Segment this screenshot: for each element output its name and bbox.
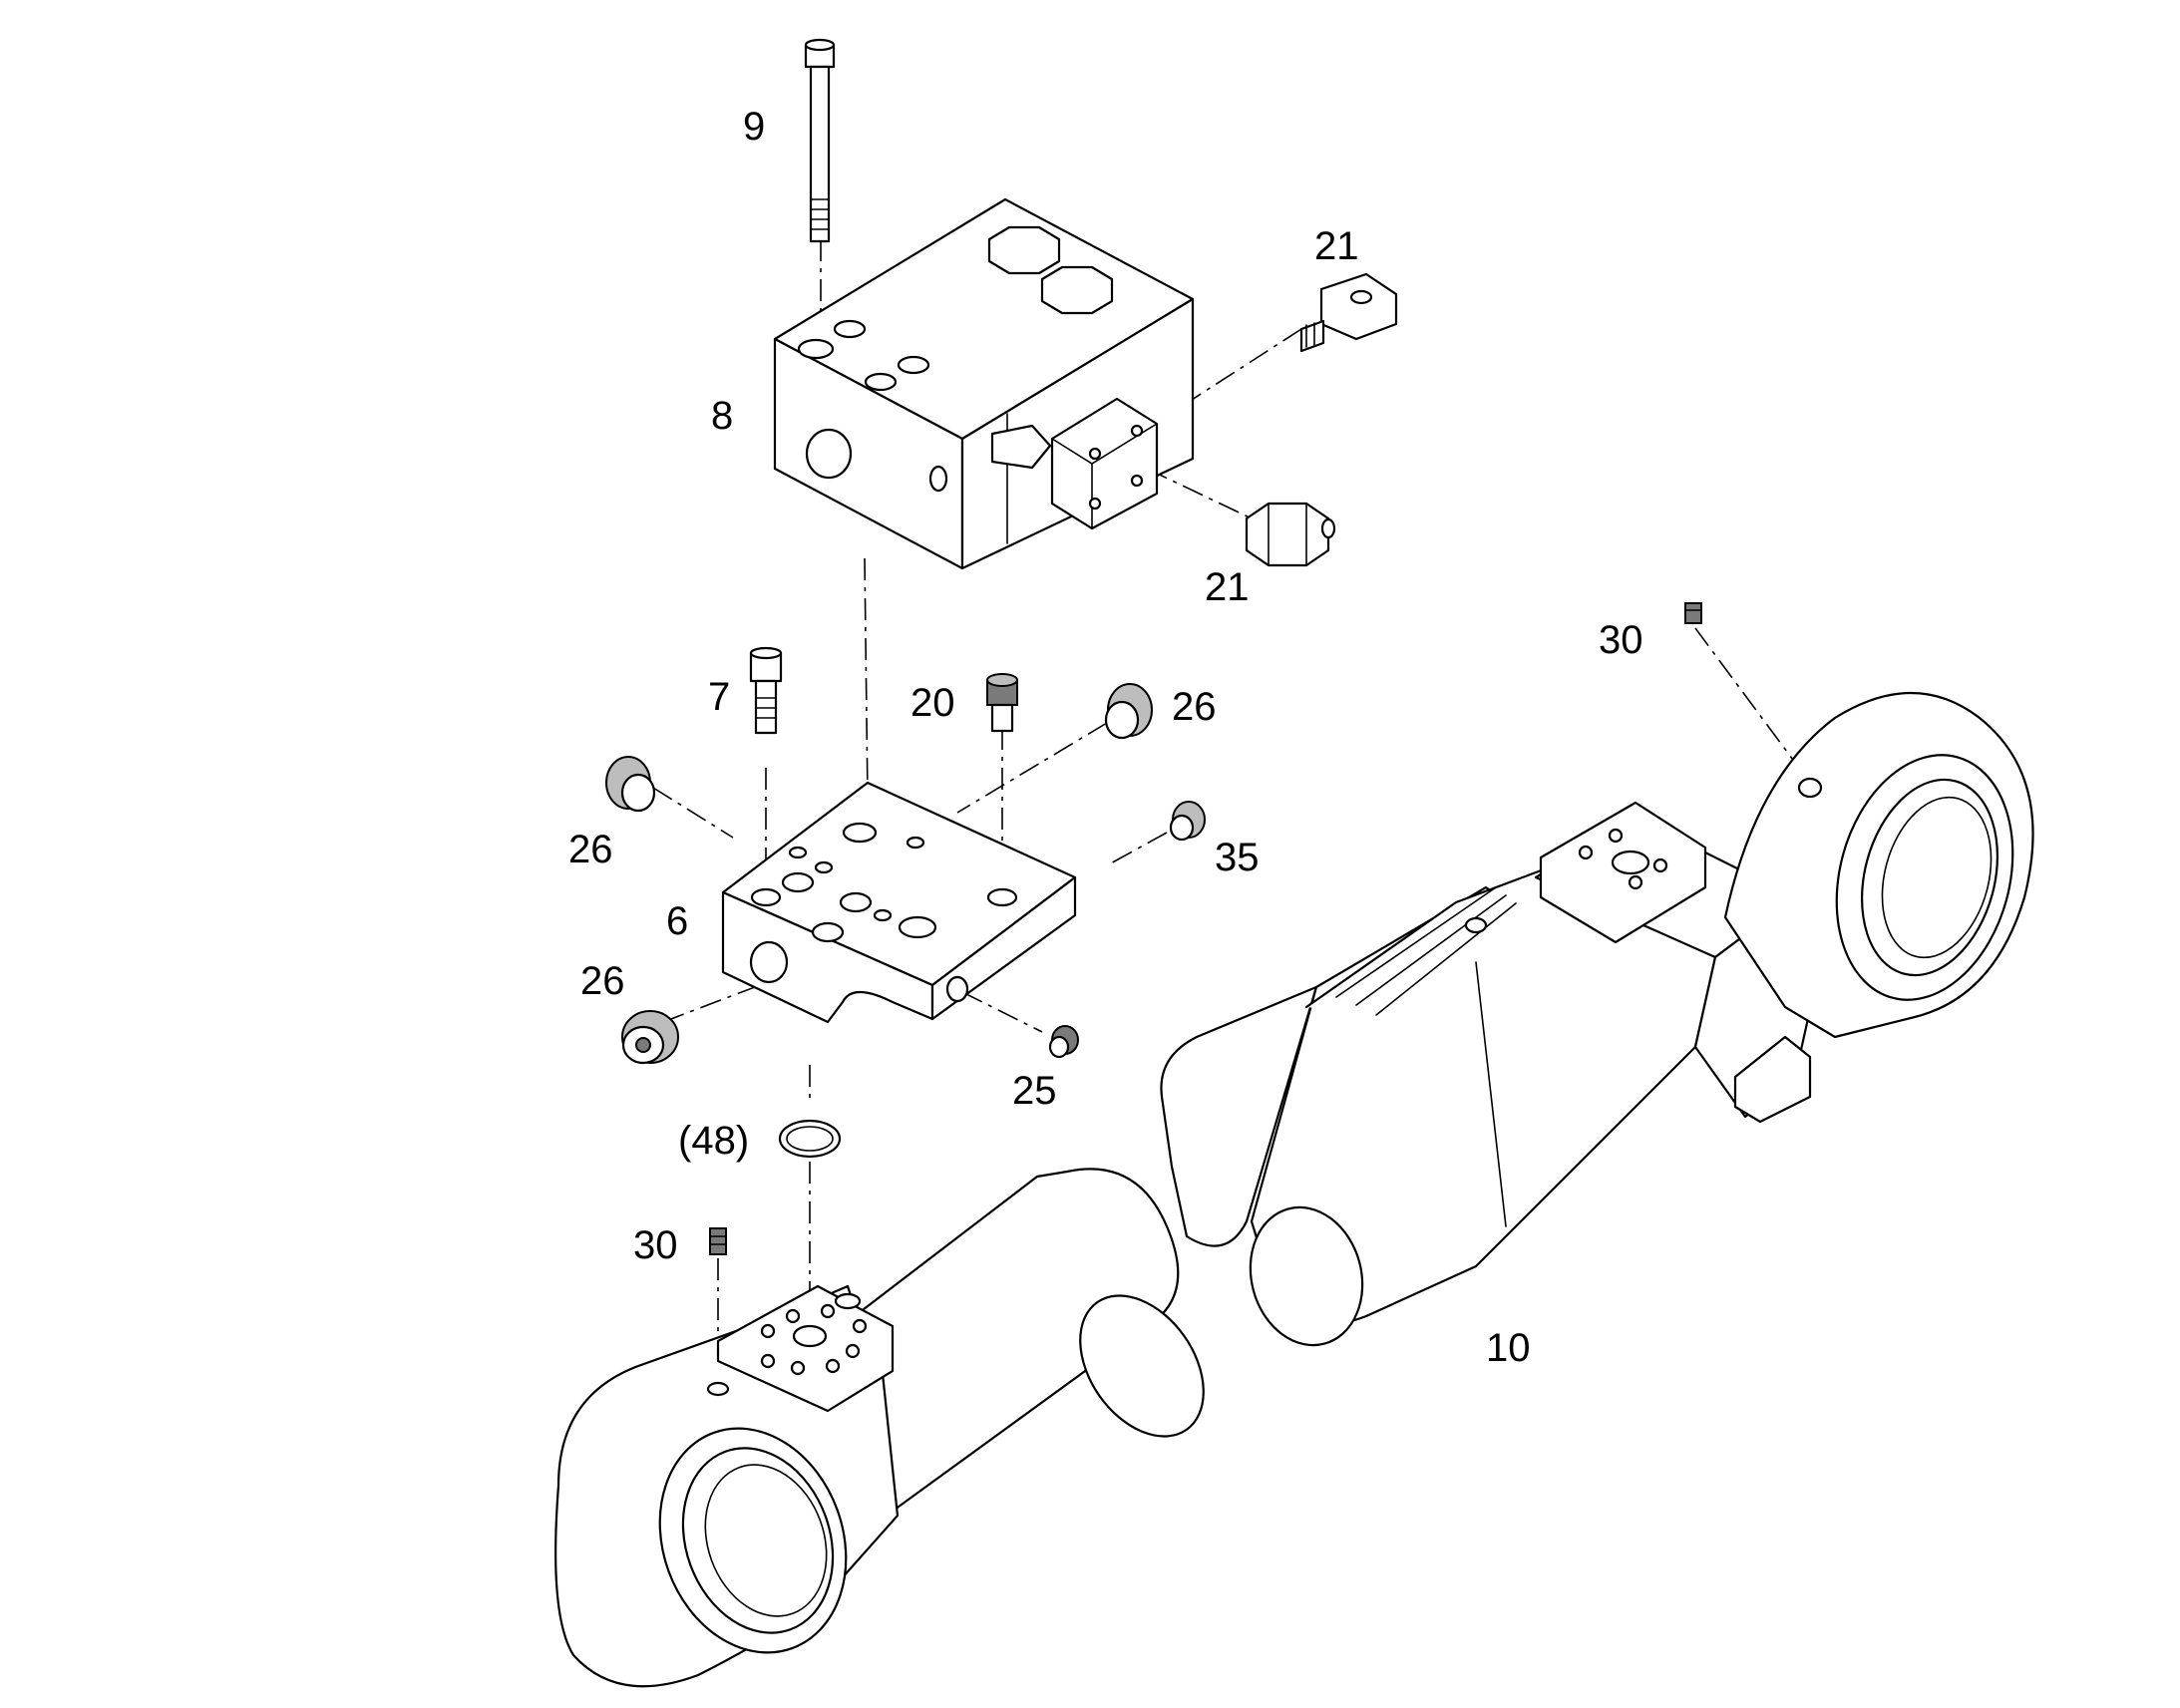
callout-30-upper: 30 <box>1599 618 1643 662</box>
callout-6: 6 <box>666 899 688 943</box>
callout-35: 35 <box>1215 836 1260 879</box>
callout-26-lower: 26 <box>580 959 625 1003</box>
callout-30-lower: 30 <box>633 1223 678 1267</box>
cylinder-barrel-lower <box>554 1168 1205 1688</box>
callout-10: 10 <box>1486 1326 1531 1370</box>
plug-part-26-left <box>605 756 656 813</box>
bolt-part-7 <box>749 646 783 735</box>
callout-48: (48) <box>678 1119 749 1163</box>
callout-26-right: 26 <box>1172 685 1217 729</box>
grease-nipple-part-30-lower <box>709 1227 727 1255</box>
callout-labels: 9 8 21 21 7 20 26 26 6 35 26 25 (48) 30 … <box>568 105 1643 1370</box>
callout-26-left: 26 <box>568 828 613 871</box>
plug-part-25 <box>1048 1025 1079 1059</box>
manifold-part-6 <box>721 781 1077 1024</box>
o-ring-part-48 <box>778 1119 842 1159</box>
plug-part-26-lower <box>621 1010 679 1065</box>
callout-21-lower: 21 <box>1205 565 1250 609</box>
fitting-part-21-upper <box>1299 272 1398 353</box>
plug-part-35 <box>1169 801 1206 842</box>
callout-8: 8 <box>711 394 733 438</box>
grease-nipple-part-30-upper <box>1684 602 1702 624</box>
valve-block-part-8 <box>773 197 1195 570</box>
cylinder-rod-part-10 <box>1160 692 2034 1347</box>
bolt-part-9 <box>804 38 836 243</box>
callout-21-upper: 21 <box>1314 224 1359 268</box>
callout-7: 7 <box>708 675 730 719</box>
callout-25: 25 <box>1012 1069 1057 1113</box>
callout-20: 20 <box>910 681 955 725</box>
plug-part-26-right <box>1104 683 1153 740</box>
fitting-part-21-lower <box>1245 502 1336 567</box>
callout-9: 9 <box>743 105 765 149</box>
fitting-part-20 <box>986 673 1018 733</box>
